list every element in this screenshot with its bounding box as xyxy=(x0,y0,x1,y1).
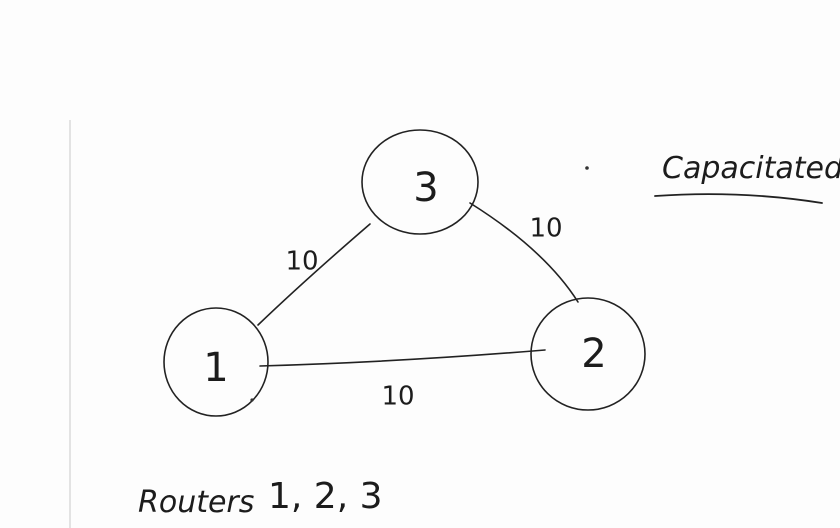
edge-1-2 xyxy=(259,349,546,367)
edge-1-2-label: 10 xyxy=(381,382,414,412)
node-1-label: 1 xyxy=(203,345,228,391)
edge-1-3-label: 10 xyxy=(285,247,318,277)
node-1-circle xyxy=(163,307,269,417)
node-3-label: 3 xyxy=(413,165,438,211)
stray-dot xyxy=(250,398,254,402)
edge-3-2-label: 10 xyxy=(529,214,562,244)
node-3-circle xyxy=(361,129,479,235)
node-2-circle xyxy=(530,297,646,411)
capacitated-note: Capacitated xyxy=(662,151,840,186)
node-2-label: 2 xyxy=(581,331,606,377)
capacitated-underline xyxy=(654,193,823,204)
stray-dot xyxy=(585,166,589,170)
routers-word: Routers xyxy=(138,485,254,520)
edge-3-2 xyxy=(469,202,579,303)
routers-list: 1, 2, 3 xyxy=(268,476,383,517)
edge-1-3 xyxy=(257,223,371,326)
